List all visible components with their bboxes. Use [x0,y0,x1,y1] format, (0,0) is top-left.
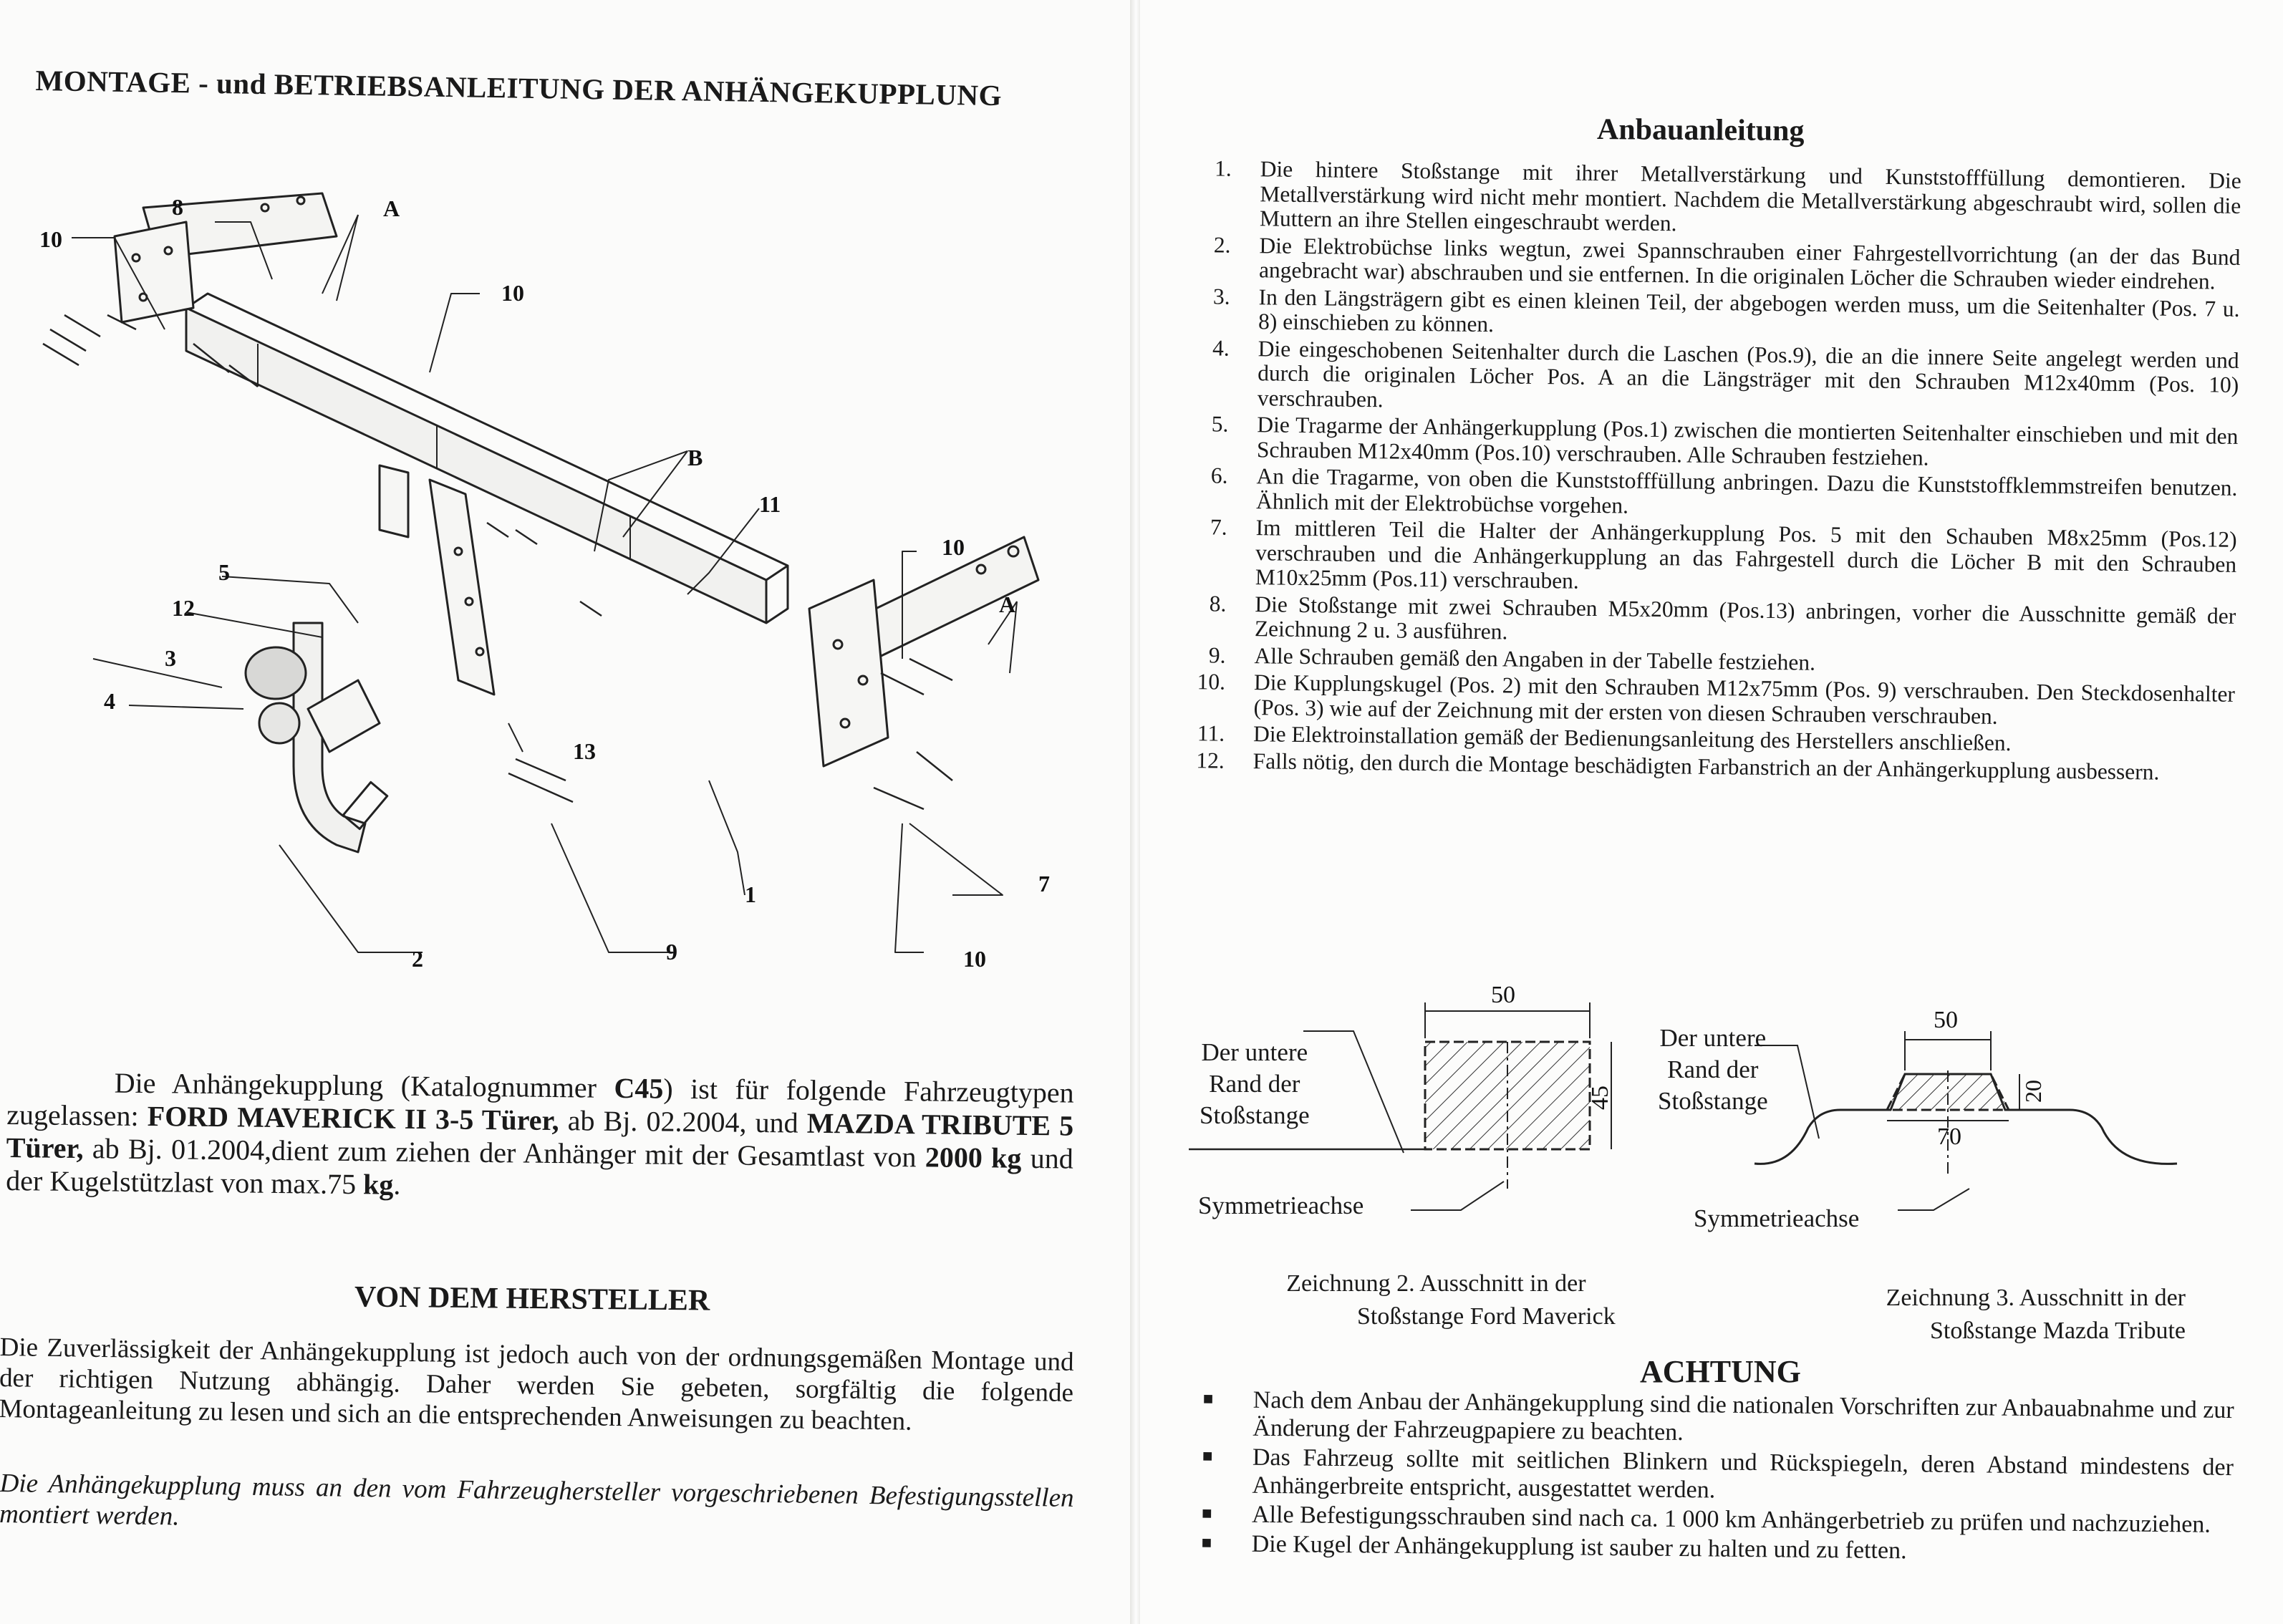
label-9: 9 [666,939,677,965]
step-number: 10. [1197,669,1226,695]
vehicle-ford: FORD MAVERICK II 3-5 Türer, [147,1100,559,1137]
intro-text: ab Bj. 02.2004, und [559,1104,807,1139]
caption-line: Zeichnung 3. Ausschnitt in der [1886,1285,2186,1311]
label-a: A [999,591,1015,617]
step-number: 4. [1212,334,1230,361]
exploded-assembly-diagram: 10 8 A 10 B 11 10 A 5 12 3 4 13 7 1 2 9 … [39,192,1050,972]
label-12: 12 [172,595,195,621]
label-1: 1 [745,881,756,907]
label-a: A [383,195,400,221]
label-10: 10 [942,534,965,560]
label-3: 3 [165,645,176,671]
warning-heading: ACHTUNG [1640,1354,1801,1389]
bottom-width-dimension: 70 [1937,1123,1961,1150]
side-holder-left [113,192,338,324]
drawing-3-cutout-mazda: 50 70 20 [1754,1007,2178,1211]
bolts [42,314,953,811]
label-10: 10 [963,946,986,972]
label-10: 10 [39,226,62,252]
step-number: 12. [1196,747,1225,773]
caption-line: Stoßstange Mazda Tribute [1930,1318,2186,1344]
label-2: 2 [412,946,423,972]
warning-item: ■ Nach dem Anbau der Anhängekupplung sind… [1202,1386,2234,1452]
label-4: 4 [104,688,115,714]
bullet-icon: ■ [1201,1533,1212,1553]
bullet-icon: ■ [1201,1504,1212,1524]
drawing-3-bumper-label: Der untere Rand der Stoßstange [1658,1024,1768,1115]
step-text: Alle Schrauben gemäß den Angaben in der … [1254,642,1816,675]
center-brackets [378,464,496,696]
intro-text: . [393,1168,401,1201]
label-b: B [687,445,703,470]
drawing-2-cutout-ford: 50 45 [1189,982,1613,1211]
leader-lines [72,214,1018,953]
label-8: 8 [172,194,183,220]
crossbar [185,292,789,624]
top-width-dimension: 50 [1934,1007,1958,1033]
warning-text: Nach dem Anbau der Anhängekupplung sind … [1252,1386,2234,1446]
drawing-2-bumper-label: Der untere Rand der Stoßstange [1200,1038,1310,1129]
step-text: Die eingeschobenen Seitenhalter durch di… [1257,335,2239,412]
step-text: Im mittleren Teil die Halter der Anhänge… [1255,515,2237,594]
step-text: Die Elektrobüchse links wegtun, zwei Spa… [1258,232,2241,294]
catalog-number: C45 [614,1071,664,1105]
step-number: 2. [1213,231,1231,258]
label-7: 7 [1038,871,1050,896]
manufacturer-heading: VON DEM HERSTELLER [354,1280,710,1318]
warning-item: ■ Das Fahrzeug sollte mit seitlichen Blin… [1202,1443,2234,1509]
step-number: 7. [1210,514,1227,540]
caption-line: Zeichnung 2. Ausschnitt in der [1286,1270,1586,1297]
step-number: 1. [1214,155,1232,181]
height-dimension: 45 [1587,1086,1613,1110]
drawing-2-axis-label: Symmetrieachse [1198,1192,1364,1219]
step-text: Die Kupplungskugel (Pos. 2) mit den Schr… [1253,670,2236,729]
page-fold [1130,0,1140,1624]
step-text: Die hintere Stoßstange mit ihrer Metallv… [1259,156,2241,236]
warning-list: ■ Nach dem Anbau der Anhängekupplung sind… [1201,1386,2234,1570]
manufacturer-text: Die Zuverlässigkeit der Anhängekupplung … [0,1332,1074,1436]
step-item: 4. Die eingeschobenen Seitenhalter durch … [1186,335,2239,422]
step-number: 8. [1209,590,1227,617]
ball-load-unit: kg [362,1168,394,1201]
socket-holder [307,679,381,753]
height-dimension: 20 [2020,1080,2046,1103]
drawing-3-caption: Zeichnung 3. Ausschnitt in der Stoßstang… [1830,1282,2186,1348]
intro-text: Die Anhängekupplung (Katalognummer [114,1066,614,1104]
label-5: 5 [218,559,230,585]
bullet-icon: ■ [1202,1389,1214,1409]
caption-line: Stoßstange Ford Maverick [1357,1303,1616,1330]
right-page [1139,0,2283,1624]
drawing-3-axis-label: Symmetrieachse [1694,1204,1860,1232]
step-item: 7. Im mittleren Teil die Halter der Anhän… [1184,514,2237,601]
ball-neck [244,622,389,854]
label-10: 10 [501,280,524,306]
step-number: 9. [1208,642,1226,668]
side-holder-right [808,536,1040,768]
step-number: 3. [1212,283,1230,309]
drawing-2-caption: Zeichnung 2. Ausschnitt in der Stoßstang… [1257,1267,1616,1333]
step-item: 1. Die hintere Stoßstange mit ihrer Metal… [1188,155,2241,243]
warning-text: Die Kugel der Anhängekupplung ist sauber… [1251,1530,1907,1565]
bullet-icon: ■ [1202,1446,1213,1466]
label-11: 11 [759,491,781,517]
step-number: 6. [1210,463,1228,488]
step-number: 5. [1211,411,1229,437]
installation-heading: Anbauanleitung [1596,112,1805,148]
intro-paragraph: Die Anhängekupplung (Katalognummer C45) … [6,1065,1074,1209]
step-number: 11. [1197,720,1225,746]
total-load: 2000 kg [925,1141,1022,1174]
width-dimension: 50 [1491,982,1515,1008]
label-13: 13 [573,738,596,764]
installation-steps: 1. Die hintere Stoßstange mit ihrer Metal… [1181,155,2241,788]
warning-text: Das Fahrzeug sollte mit seitlichen Blink… [1252,1444,2234,1504]
